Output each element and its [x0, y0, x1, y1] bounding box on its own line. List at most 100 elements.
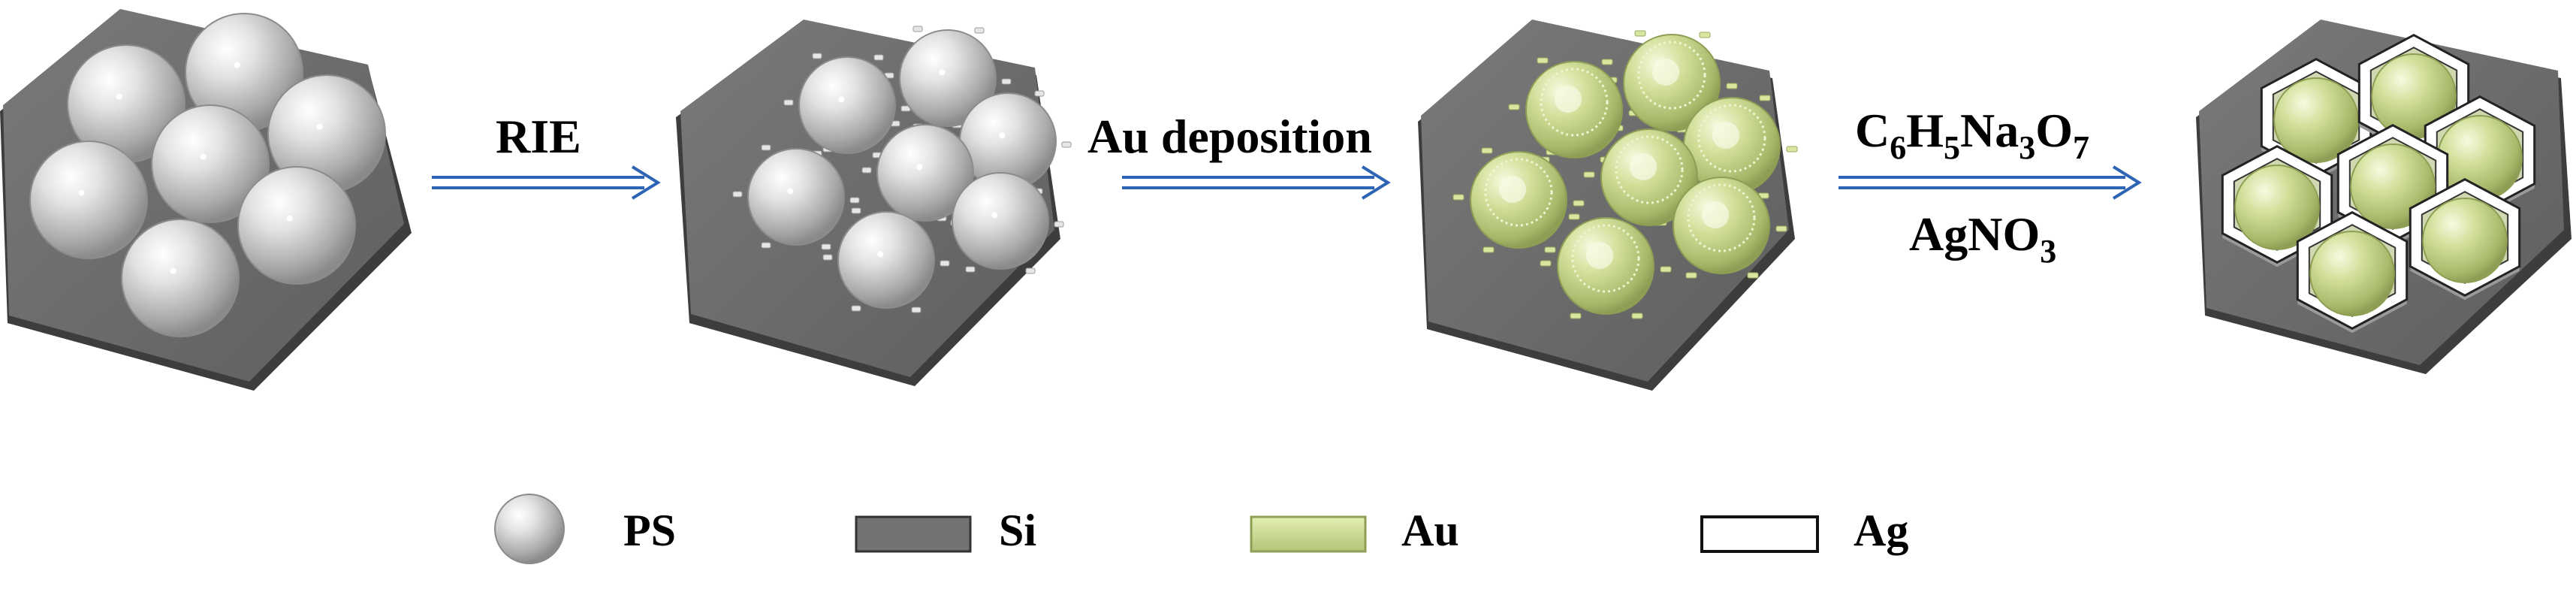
legend-label-si: Si	[999, 506, 1037, 555]
au-residue-4-1	[1583, 171, 1595, 178]
au-residue-5-5	[1483, 246, 1495, 253]
residue-7-1	[822, 254, 833, 261]
ps-sphere-highlight-5	[78, 189, 85, 196]
ps-spheres-1	[29, 13, 386, 337]
etched-ps-sphere-7	[837, 211, 935, 309]
etched-ps-sphere-highlight-2	[939, 69, 946, 76]
au-spheres-3	[1470, 34, 1781, 315]
ps-sphere-4	[151, 104, 270, 223]
au-residue-6-5	[1685, 272, 1697, 279]
panel-1-ps-monolayer	[0, 9, 412, 391]
formula-h: H	[1906, 104, 1944, 157]
au-shine-6	[1702, 201, 1729, 228]
au-shine-7	[1586, 242, 1613, 269]
formula-agno: AgNO	[1909, 207, 2041, 261]
ps-sphere-highlight-4	[200, 153, 207, 160]
residue-6-5	[965, 266, 976, 273]
au-residue-1-6	[1601, 59, 1613, 65]
au-residue-5-4	[1544, 246, 1556, 253]
etched-ps-sphere-highlight-5	[787, 188, 794, 195]
etched-ps-sphere-highlight-3	[999, 132, 1006, 139]
au-residue-7-2	[1660, 266, 1672, 273]
ps-sphere-highlight-3	[316, 123, 323, 130]
step-label-reagent-citrate: C6H5Na3O7	[1855, 104, 2089, 165]
au-texture-2	[1637, 41, 1706, 110]
formula-c: C	[1855, 104, 1890, 157]
ag-au-sphere-7	[2309, 231, 2395, 316]
au-residue-7-3	[1568, 213, 1580, 220]
residue-1-6	[873, 54, 884, 61]
step-label-reagent-silver-nitrate: AgNO3	[1909, 207, 2056, 268]
panel-4-ag-honeycomb	[2196, 20, 2571, 374]
au-residue-3-2	[1786, 146, 1798, 153]
etched-ps-sphere-2	[899, 29, 997, 127]
legend	[494, 494, 1819, 564]
au-residue-1-1	[1508, 104, 1520, 110]
au-residue-2-6	[1699, 32, 1711, 38]
panel-3-au-coated	[1418, 20, 1798, 391]
au-shine-2	[1652, 59, 1679, 86]
etched-ps-sphere-highlight-7	[877, 251, 884, 258]
au-texture-4	[1615, 135, 1684, 204]
ag-au-sphere-5	[2234, 165, 2320, 250]
au-texture-5	[1484, 158, 1553, 227]
residue-2-2	[1001, 78, 1012, 85]
step-label-rie: RIE	[496, 110, 581, 163]
ps-sphere-highlight-7	[170, 267, 176, 274]
ps-sphere-highlight-2	[234, 62, 240, 68]
au-residue-3-6	[1759, 95, 1771, 101]
au-texture-7	[1571, 224, 1640, 293]
residue-6-4	[1025, 267, 1036, 274]
arrow-au-deposition	[1122, 165, 1391, 200]
au-residue-5-3	[1481, 147, 1493, 154]
etched-ps-sphere-5	[747, 148, 845, 246]
legend-label-au: Au	[1401, 506, 1459, 555]
panel-2-etched-ps	[676, 20, 1072, 386]
legend-ag-swatch	[1700, 515, 1819, 553]
formula-agno-sub: 3	[2040, 233, 2057, 270]
residue-1-1	[783, 99, 794, 106]
ag-honeycomb-4	[2221, 34, 2536, 334]
au-residue-6-4	[1747, 272, 1759, 279]
residue-5-4	[821, 243, 831, 250]
residue-7-4	[911, 307, 922, 313]
residue-5-2	[849, 197, 860, 204]
arrow-ag-growth	[1838, 165, 2142, 200]
au-residue-5-2	[1573, 200, 1585, 207]
au-texture-1	[1540, 68, 1609, 137]
formula-na: Na	[1960, 104, 2019, 157]
au-residue-2-3	[1634, 30, 1646, 37]
legend-au-swatch	[1250, 515, 1367, 553]
ps-sphere-6	[237, 166, 356, 285]
ps-sphere-5	[29, 140, 148, 259]
etched-ps-sphere-6	[952, 172, 1049, 270]
etched-ps-sphere-highlight-1	[838, 96, 845, 103]
arrow-rie	[432, 165, 661, 200]
ps-sphere-highlight-6	[286, 215, 293, 222]
ps-sphere-7	[121, 219, 240, 337]
residue-2-6	[974, 27, 985, 34]
formula-na-sub: 3	[2019, 129, 2036, 166]
legend-label-ps: PS	[623, 506, 677, 555]
au-shine-4	[1630, 153, 1657, 180]
formula-h-sub: 5	[1944, 129, 1960, 166]
legend-ps-swatch	[494, 494, 565, 564]
legend-label-ag: Ag	[1854, 506, 1909, 555]
residue-5-5	[761, 242, 771, 249]
residue-2-3	[912, 26, 923, 32]
residue-1-3	[812, 53, 822, 59]
step-label-au-deposition: Au deposition	[1087, 110, 1372, 163]
au-shine-5	[1499, 176, 1526, 203]
formula-o: O	[2035, 104, 2073, 157]
ps-sphere-highlight-1	[116, 93, 122, 100]
au-texture-6	[1687, 183, 1756, 252]
etched-ps-sphere-highlight-6	[991, 212, 998, 219]
residue-4-1	[861, 167, 872, 174]
au-residue-6-2	[1775, 225, 1787, 232]
au-shine-1	[1555, 86, 1582, 113]
au-residue-7-4	[1631, 313, 1643, 319]
au-residue-7-1	[1540, 260, 1552, 267]
residue-6-2	[1054, 221, 1064, 228]
residue-7-2	[940, 260, 950, 267]
etched-ps-sphere-1	[798, 56, 896, 154]
